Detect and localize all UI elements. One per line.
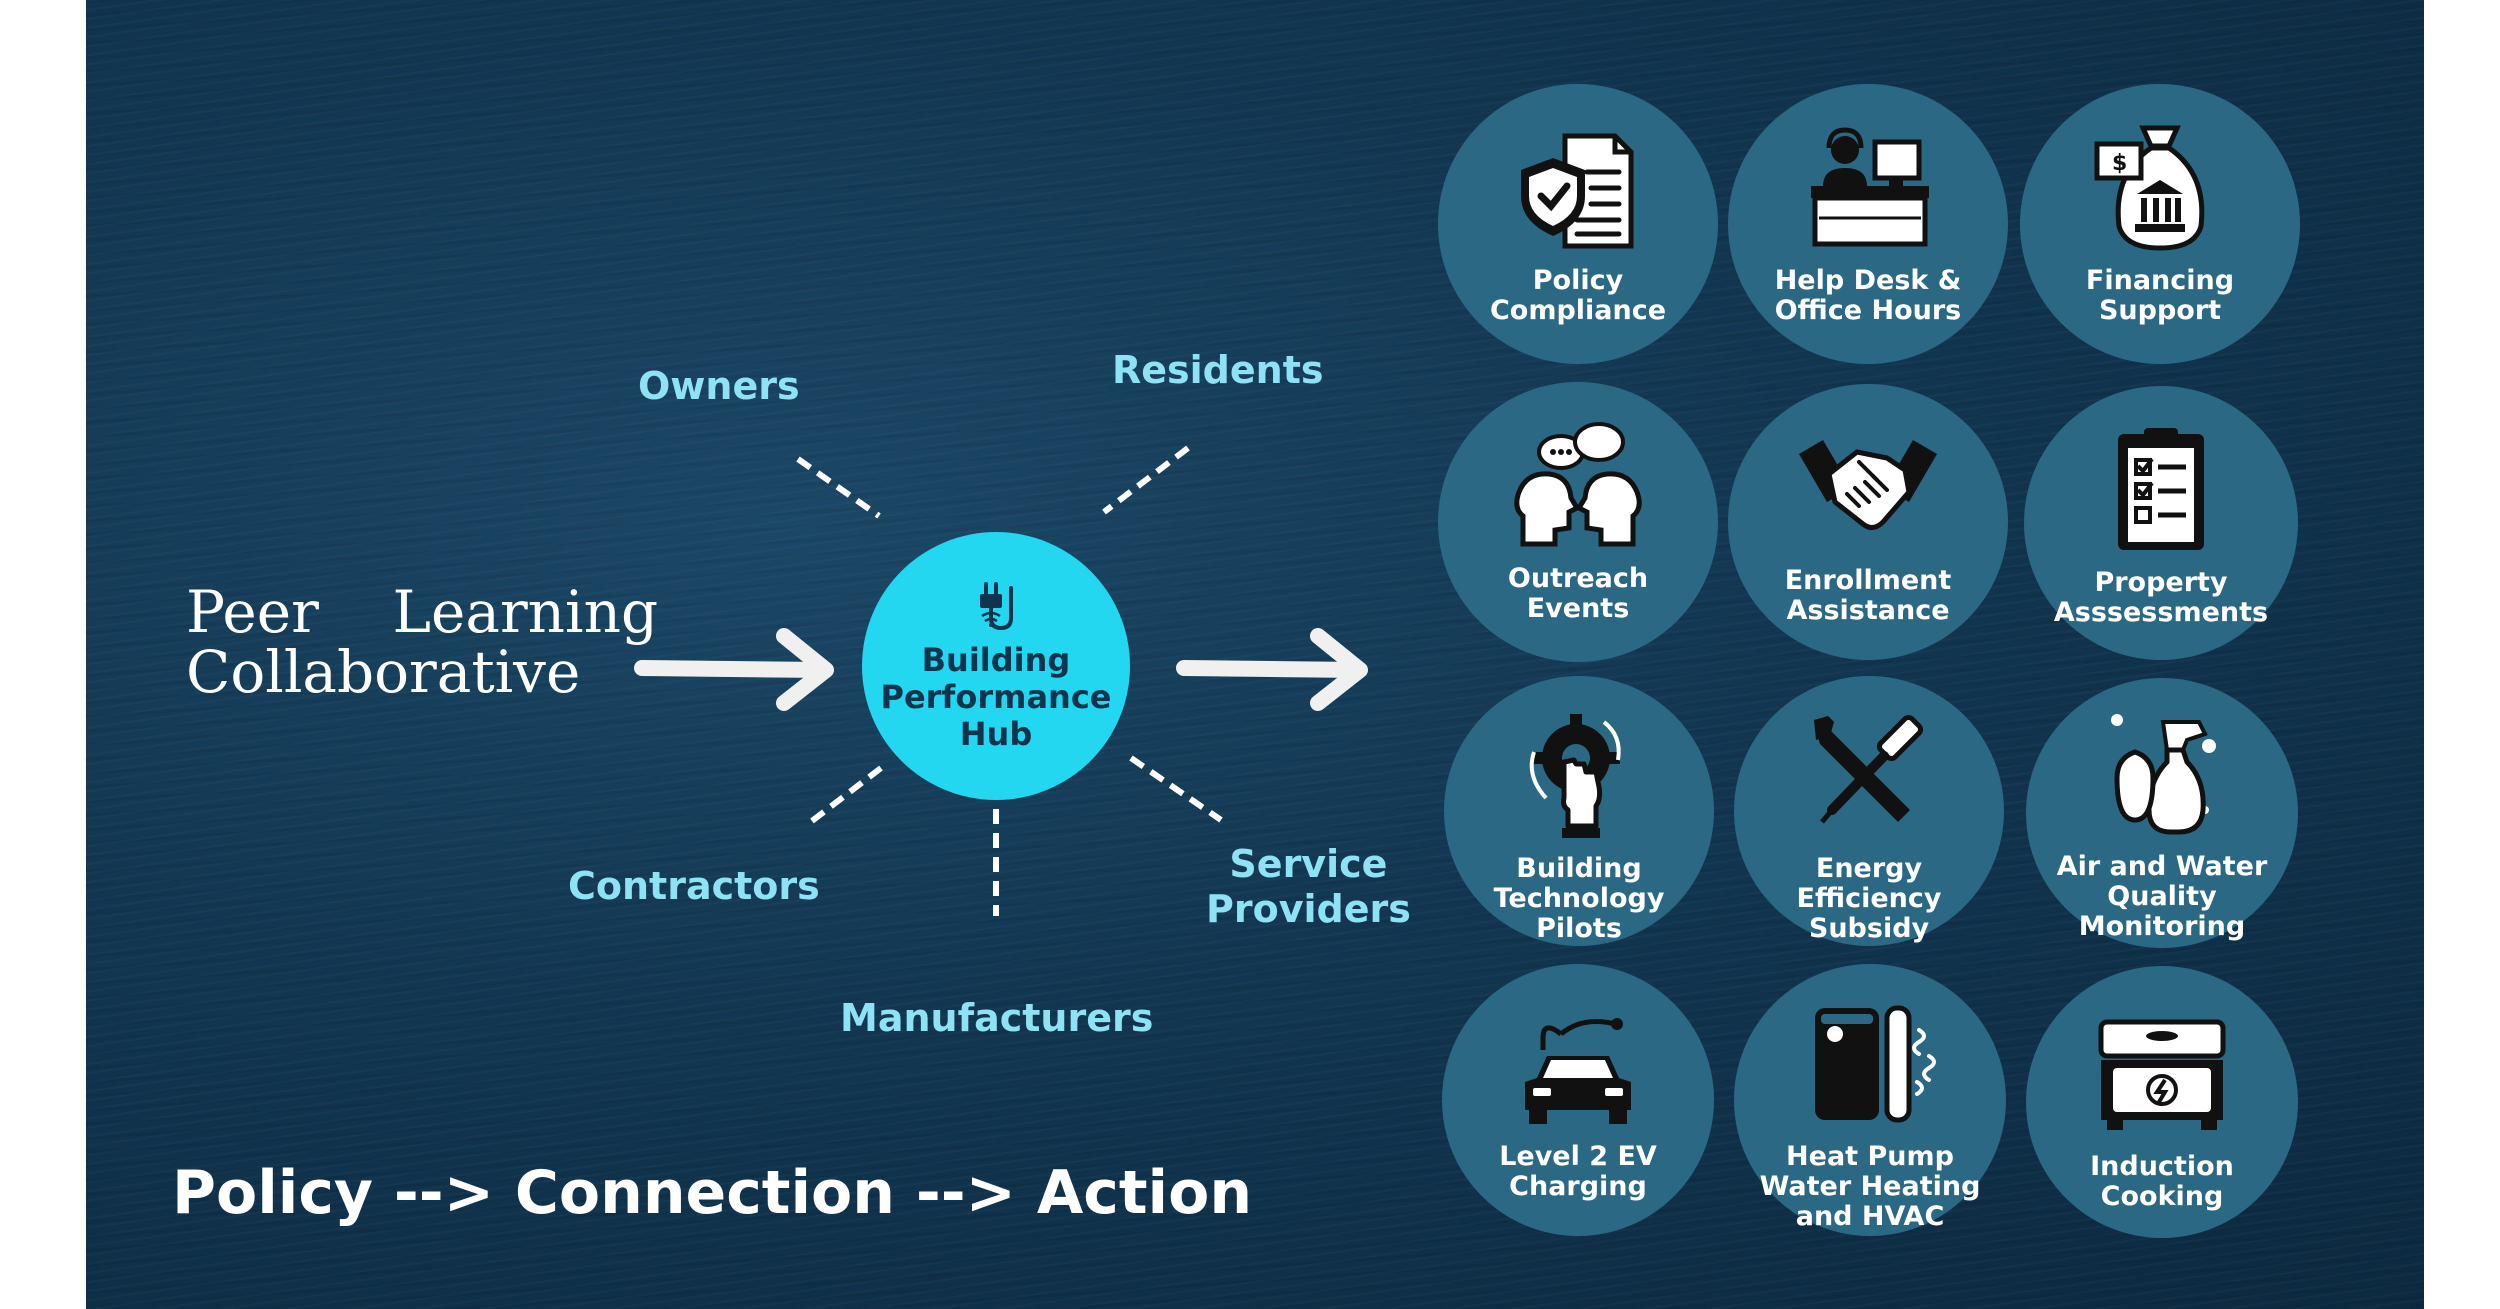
label-line: Cooking: [2100, 1181, 2224, 1212]
label-line: Quality: [2107, 881, 2217, 912]
label-line: Charging: [1509, 1171, 1647, 1202]
title-line-1: Peer Learning: [186, 578, 659, 646]
spray-bottle-icon: [2111, 714, 2216, 835]
label-line: Building: [1516, 853, 1642, 884]
label-line: Events: [1526, 593, 1630, 624]
gear-hand-icon: [1529, 714, 1621, 838]
label-line: Property: [2094, 567, 2228, 598]
label-line: Air and Water: [2056, 851, 2268, 882]
label-line: Enrollment: [1784, 565, 1952, 596]
stakeholder-contractors: Contractors: [568, 864, 820, 908]
conversation-heads-icon: [1514, 422, 1642, 547]
service-energy-efficiency-subsidy: Energy Efficiency Subsidy: [1734, 676, 2004, 946]
input-arrow-shaft: [634, 660, 832, 678]
residents-connector: [1102, 445, 1190, 515]
svg-text:$: $: [2112, 151, 2127, 176]
label-line: Technology: [1493, 883, 1665, 914]
diagram-canvas: Owners Residents Contractors Service Pro…: [86, 0, 2424, 1309]
service-providers-line-2: Providers: [1206, 887, 1411, 931]
service-help-desk: Help Desk & Office Hours: [1728, 84, 2008, 364]
clipboard-checklist-icon: [2118, 428, 2204, 550]
label-line: Support: [2098, 295, 2222, 326]
service-heat-pump: Heat Pump Water Heating and HVAC: [1734, 964, 2006, 1236]
label-line: Water Heating: [1759, 1171, 1981, 1202]
service-level-2-ev-charging: Level 2 EV Charging: [1442, 964, 1714, 1236]
input-arrow-head: [776, 628, 834, 711]
stakeholder-owners: Owners: [638, 364, 800, 408]
label-line: Heat Pump: [1786, 1141, 1954, 1172]
service-outreach-events: Outreach Events: [1438, 382, 1718, 662]
title-line-2: Collaborative: [186, 638, 581, 706]
connectors-layer: [634, 445, 1368, 916]
service-financing-support: $ Financing Support: [2020, 84, 2300, 364]
label-line: Help Desk &: [1774, 265, 1962, 296]
label-line: Subsidy: [1808, 913, 1930, 944]
service-induction-cooking: Induction Cooking: [2026, 966, 2298, 1238]
label-line: Asssessments: [2053, 597, 2269, 628]
money-bag-bank-icon: $: [2094, 125, 2205, 251]
shield-document-icon: [1521, 133, 1634, 249]
service-providers-line-1: Service: [1229, 842, 1388, 886]
hub-line-1: Building: [921, 640, 1071, 679]
tagline: Policy --> Connection --> Action: [172, 1158, 1253, 1228]
induction-cooktop-icon: [2098, 1019, 2226, 1130]
peer-learning-collaborative-title: Peer Learning Collaborative: [186, 582, 658, 702]
service-enrollment-assistance: Enrollment Assistance: [1728, 384, 2008, 660]
stakeholder-service-providers: Service Providers: [1206, 842, 1411, 932]
output-arrow-head: [1310, 628, 1368, 711]
ev-car-icon: [1525, 1018, 1631, 1124]
label-line: Outreach: [1507, 563, 1649, 594]
output-arrow-shaft: [1176, 660, 1366, 678]
service-providers-connector: [1129, 755, 1223, 823]
service-property-assessments: Property Asssessments: [2024, 386, 2298, 660]
label-line: Assistance: [1786, 595, 1950, 626]
hub-line-3: Hub: [959, 714, 1033, 753]
hub-line-2: Performance: [880, 677, 1112, 716]
plug-icon: [980, 581, 1013, 630]
building-performance-hub: Building Performance Hub: [862, 532, 1130, 800]
label-line: Office Hours: [1774, 295, 1962, 326]
label-line: Energy Efficiency: [1796, 853, 1942, 914]
label-line: Compliance: [1489, 295, 1667, 326]
label-line: Pilots: [1536, 913, 1622, 944]
service-air-water-quality: Air and Water Quality Monitoring: [2026, 678, 2298, 948]
label-line: Level 2 EV: [1499, 1141, 1657, 1172]
handshake-icon: [1799, 440, 1937, 530]
label-line: Policy: [1532, 265, 1624, 296]
service-building-technology-pilots: Building Technology Pilots: [1444, 676, 1714, 946]
label-line: and HVAC: [1795, 1201, 1945, 1232]
label-line: Induction: [2090, 1151, 2234, 1182]
help-desk-icon: [1811, 127, 1929, 247]
stakeholder-residents: Residents: [1112, 348, 1324, 392]
service-policy-compliance: Policy Compliance: [1438, 84, 1718, 364]
label-line: Financing: [2085, 265, 2235, 296]
label-line: Monitoring: [2078, 911, 2246, 942]
wrench-screwdriver-icon: [1814, 714, 1924, 824]
owners-connector: [796, 456, 881, 519]
contractors-connector: [806, 765, 883, 827]
stakeholder-manufacturers: Manufacturers: [840, 996, 1154, 1040]
heat-pump-icon: [1815, 1005, 1936, 1123]
